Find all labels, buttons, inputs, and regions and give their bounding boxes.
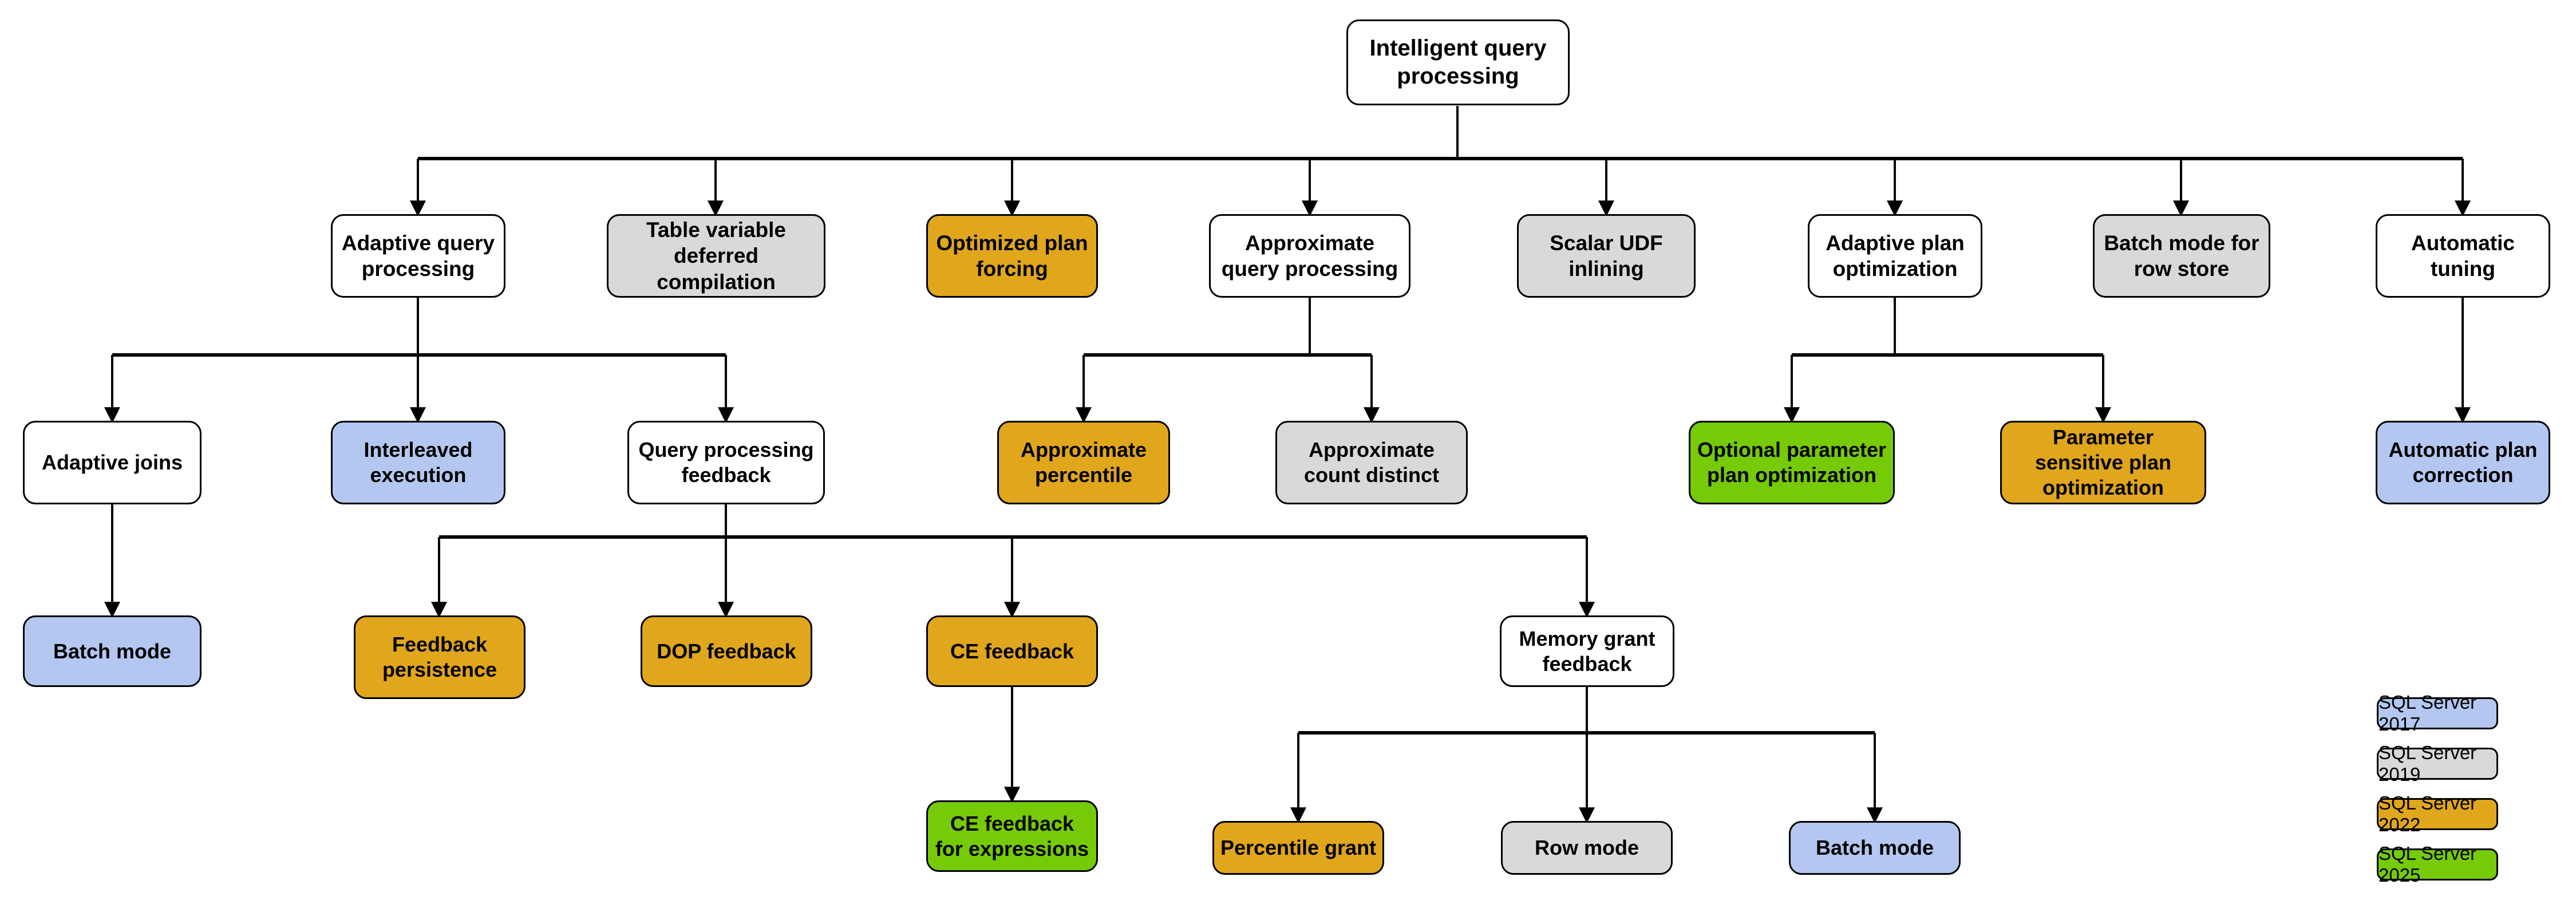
node-automatic-tuning[interactable]: Automatic tuning	[2376, 214, 2550, 298]
node-label: CE feedback for expressions	[935, 811, 1089, 860]
legend-item-sql-server-2025: SQL Server 2025	[2377, 843, 2498, 886]
legend-item-label: SQL Server 2019	[2379, 742, 2477, 785]
node-label: Automatic tuning	[2411, 231, 2515, 281]
node-query-processing-feedback[interactable]: Query processing feedback	[627, 421, 825, 504]
node-label: Query processing feedback	[638, 438, 814, 487]
node-label: Row mode	[1534, 836, 1639, 860]
node-label: Adaptive query processing	[341, 231, 495, 281]
node-intelligent-query-processing[interactable]: Intelligent query processing	[1346, 19, 1570, 105]
legend-item-sql-server-2022: SQL Server 2022	[2377, 792, 2498, 835]
node-label: Adaptive plan optimization	[1826, 231, 1965, 281]
node-label: Automatic plan correction	[2388, 438, 2538, 487]
node-label: Optional parameter plan optimization	[1697, 438, 1887, 487]
node-label: CE feedback	[950, 639, 1074, 663]
node-adaptive-plan-optimization[interactable]: Adaptive plan optimization	[1808, 214, 1982, 298]
node-label: Intelligent query processing	[1369, 35, 1547, 89]
node-label: Table variable deferred compilation	[646, 218, 787, 294]
node-label: Feedback persistence	[382, 633, 497, 681]
node-dop-feedback[interactable]: DOP feedback	[641, 615, 812, 687]
node-row-mode[interactable]: Row mode	[1501, 821, 1673, 875]
node-label: Optimized plan forcing	[936, 231, 1088, 281]
node-label: Approximate count distinct	[1304, 438, 1439, 487]
node-memory-grant-feedback[interactable]: Memory grant feedback	[1500, 615, 1674, 687]
legend-item-label: SQL Server 2025	[2379, 843, 2477, 886]
node-label: Interleaved execution	[364, 438, 473, 487]
node-label: DOP feedback	[657, 639, 796, 663]
node-optional-parameter-plan-optimization[interactable]: Optional parameter plan optimization	[1689, 421, 1895, 504]
node-scalar-udf-inlining[interactable]: Scalar UDF inlining	[1517, 214, 1696, 298]
node-batch-mode-memory-grant[interactable]: Batch mode	[1789, 821, 1961, 875]
node-label: Batch mode	[1815, 836, 1934, 860]
node-label: Batch mode	[53, 639, 172, 663]
legend-item-sql-server-2017: SQL Server 2017	[2377, 692, 2498, 735]
node-approximate-query-processing[interactable]: Approximate query processing	[1209, 214, 1411, 298]
node-batch-mode-for-row-store[interactable]: Batch mode for row store	[2093, 214, 2270, 298]
node-adaptive-query-processing[interactable]: Adaptive query processing	[331, 214, 505, 298]
legend-item-sql-server-2019: SQL Server 2019	[2377, 742, 2498, 785]
node-label: Approximate percentile	[1020, 438, 1147, 487]
node-approximate-count-distinct[interactable]: Approximate count distinct	[1275, 421, 1468, 504]
node-adaptive-joins[interactable]: Adaptive joins	[23, 421, 202, 504]
node-automatic-plan-correction[interactable]: Automatic plan correction	[2376, 421, 2550, 504]
node-feedback-persistence[interactable]: Feedback persistence	[354, 615, 526, 699]
node-label: Scalar UDF inlining	[1550, 231, 1663, 281]
legend-item-label: SQL Server 2022	[2379, 792, 2477, 835]
node-label: Parameter sensitive plan optimization	[2034, 425, 2172, 499]
node-parameter-sensitive-plan-optimization[interactable]: Parameter sensitive plan optimization	[2000, 421, 2206, 504]
node-label: Adaptive joins	[41, 451, 183, 475]
node-label: Percentile grant	[1220, 836, 1377, 860]
node-interleaved-execution[interactable]: Interleaved execution	[331, 421, 505, 504]
node-label: Memory grant feedback	[1519, 626, 1656, 676]
legend-item-label: SQL Server 2017	[2379, 692, 2477, 735]
legend: SQL Server 2017 SQL Server 2019 SQL Serv…	[2377, 692, 2503, 886]
node-ce-feedback-for-expressions[interactable]: CE feedback for expressions	[926, 800, 1098, 872]
node-label: Batch mode for row store	[2104, 231, 2259, 281]
node-ce-feedback[interactable]: CE feedback	[926, 615, 1098, 687]
node-approximate-percentile[interactable]: Approximate percentile	[997, 421, 1170, 504]
node-optimized-plan-forcing[interactable]: Optimized plan forcing	[926, 214, 1098, 298]
node-table-variable-deferred-compilation[interactable]: Table variable deferred compilation	[607, 214, 825, 298]
node-percentile-grant[interactable]: Percentile grant	[1212, 821, 1384, 875]
node-batch-mode-adaptive-joins[interactable]: Batch mode	[23, 615, 202, 687]
node-label: Approximate query processing	[1221, 231, 1398, 281]
